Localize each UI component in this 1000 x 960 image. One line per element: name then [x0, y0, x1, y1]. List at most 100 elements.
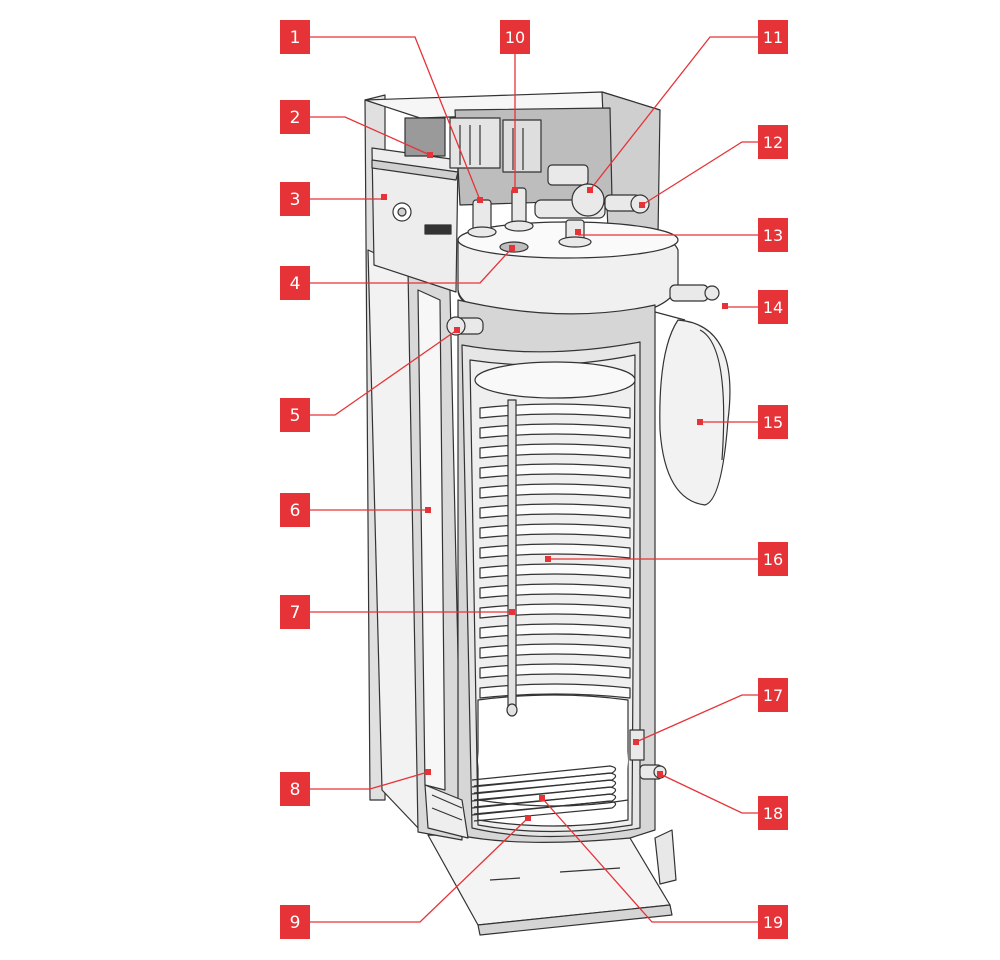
anchor-dot [509, 609, 515, 615]
anchor-dot [639, 202, 645, 208]
anchor-dot [454, 327, 460, 333]
callout-box [280, 595, 310, 629]
heat-pump-water-heater-illustration [364, 91, 731, 936]
callout-number: 14 [763, 298, 783, 317]
callout-box [280, 182, 310, 216]
coil-ring [479, 663, 631, 679]
lower-left-bracket [424, 784, 469, 839]
callout-16: 16 [758, 542, 788, 576]
anchor-dot [525, 815, 531, 821]
coil-ring [479, 423, 631, 439]
callout-box [758, 905, 788, 939]
callout-number: 13 [763, 226, 783, 245]
callout-15: 15 [758, 405, 788, 439]
coil-ring [479, 563, 631, 579]
callout-12: 12 [758, 125, 788, 159]
leader-line [310, 116, 431, 156]
anchor-dot [425, 769, 431, 775]
expansion-vessel [654, 311, 731, 506]
callout-number: 1 [290, 28, 301, 48]
callout-18: 18 [758, 796, 788, 830]
sensor-probe [506, 399, 518, 717]
leader-line [635, 694, 758, 743]
callout-10: 10 [500, 20, 530, 54]
coil-ring [479, 643, 631, 659]
callout-box [758, 796, 788, 830]
anchor-dot [545, 556, 551, 562]
callout-1: 1 [280, 20, 310, 54]
callout-box [500, 20, 530, 54]
callout-box [758, 678, 788, 712]
anchor-dot [512, 187, 518, 193]
leader-line [641, 141, 758, 206]
callout-number: 11 [763, 28, 783, 47]
callout-number: 19 [763, 913, 783, 932]
callout-box [280, 905, 310, 939]
anchor-points [381, 152, 728, 821]
coil-ring [479, 543, 631, 559]
anchor-dot [539, 795, 545, 801]
callout-2: 2 [280, 100, 310, 134]
leader-line [310, 36, 481, 201]
anchor-dot [427, 152, 433, 158]
callout-7: 7 [280, 595, 310, 629]
leader-lines [310, 36, 758, 923]
callout-box [280, 772, 310, 806]
callout-number: 17 [763, 686, 783, 705]
callout-5: 5 [280, 398, 310, 432]
coil-ring [479, 523, 631, 539]
callout-19: 19 [758, 905, 788, 939]
callout-3: 3 [280, 182, 310, 216]
callout-box [758, 290, 788, 324]
top-pipework [446, 164, 720, 336]
callout-number: 4 [290, 274, 301, 294]
callout-number: 5 [290, 406, 301, 426]
callout-box [758, 405, 788, 439]
callout-17: 17 [758, 678, 788, 712]
coil-ring [479, 403, 631, 419]
anchor-dot [477, 197, 483, 203]
callout-box [758, 542, 788, 576]
electronics-housing [364, 91, 661, 293]
coil-ring [479, 463, 631, 479]
anchor-dot [425, 507, 431, 513]
callout-number: 16 [763, 550, 783, 569]
leader-line [589, 36, 758, 191]
anchor-dot [657, 771, 663, 777]
callout-13: 13 [758, 218, 788, 252]
callout-box [758, 125, 788, 159]
callout-box [758, 218, 788, 252]
heat-exchanger-coil [479, 403, 631, 699]
callout-number: 15 [763, 413, 783, 432]
callout-number: 2 [290, 108, 301, 128]
callout-4: 4 [280, 266, 310, 300]
coil-ring [479, 483, 631, 499]
callout-9: 9 [280, 905, 310, 939]
callout-8: 8 [280, 772, 310, 806]
callout-box [280, 493, 310, 527]
anchor-dot [633, 739, 639, 745]
leader-line [310, 817, 529, 923]
callout-number: 9 [290, 913, 301, 933]
leader-line [541, 797, 758, 923]
anchor-dot [722, 303, 728, 309]
callout-box [280, 398, 310, 432]
callout-14: 14 [758, 290, 788, 324]
base-plate [427, 829, 677, 936]
anchor-dot [587, 187, 593, 193]
callout-number: 10 [505, 28, 525, 47]
coil-ring [479, 583, 631, 599]
callout-number: 8 [290, 780, 301, 800]
callout-number: 6 [290, 501, 301, 521]
electric-heating-element [471, 765, 617, 822]
coil-ring [479, 443, 631, 459]
callout-box [280, 266, 310, 300]
leader-line [310, 329, 458, 416]
callout-number: 3 [290, 190, 301, 210]
heater-loop [471, 800, 617, 822]
callout-number: 12 [763, 133, 783, 152]
coil-ring [479, 683, 631, 699]
